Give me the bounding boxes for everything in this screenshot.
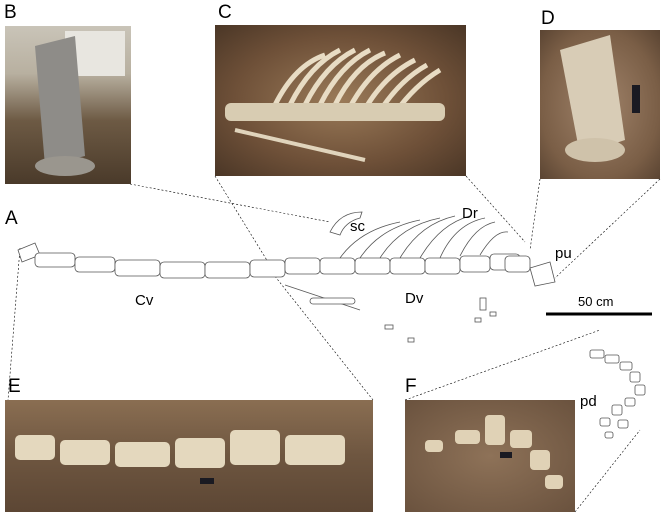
scapula-outline	[329, 211, 363, 236]
photo-panel-d	[540, 30, 660, 179]
other-bones	[284, 211, 646, 439]
pubis-outline	[529, 261, 556, 287]
label-dorsal-ribs: Dr	[462, 205, 478, 222]
scale-bar-label: 50 cm	[578, 294, 614, 309]
pes-outline	[589, 349, 646, 439]
panel-label-f: F	[405, 376, 417, 397]
label-pubis: pu	[555, 245, 572, 262]
photo-e-content	[15, 430, 345, 484]
panel-label-a: A	[5, 208, 18, 229]
photo-c-content	[225, 47, 445, 162]
panel-label-d: D	[541, 8, 555, 29]
label-cervical-vertebrae: Cv	[135, 292, 154, 309]
photo-panel-c	[215, 25, 466, 176]
vertebral-column	[17, 242, 531, 279]
leader-lines	[7, 175, 661, 513]
dorsal-ribs	[339, 215, 509, 259]
panel-label-b: B	[4, 2, 17, 23]
photo-panel-e	[5, 400, 373, 512]
photo-panel-b	[5, 26, 131, 184]
photo-d-content	[560, 35, 640, 162]
label-scapula: sc	[350, 218, 365, 235]
photo-f-content	[425, 415, 563, 489]
panel-label-e: E	[8, 376, 21, 397]
label-dorsal-vertebrae: Dv	[405, 290, 424, 307]
panel-label-c: C	[218, 2, 232, 23]
label-pes: pd	[580, 393, 597, 410]
photo-b-content	[35, 31, 125, 176]
photo-panel-f	[405, 400, 575, 512]
